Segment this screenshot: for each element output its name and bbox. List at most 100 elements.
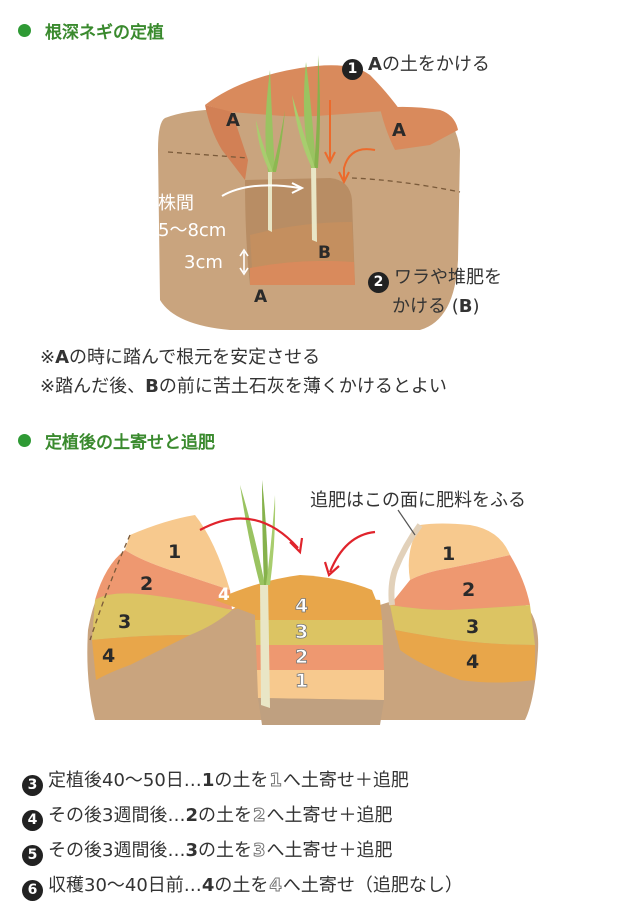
note1-mark: ※	[40, 347, 56, 368]
leek-right	[292, 55, 320, 242]
step6-number: 6	[22, 879, 43, 901]
b-layer	[250, 222, 354, 268]
right-layer-3	[390, 605, 535, 645]
layer-label-b: B	[318, 243, 331, 263]
note2-text: の前に苦土石灰を薄くかけるとよい	[158, 376, 447, 397]
note1-letter: A	[55, 347, 70, 368]
step5-layer: 3	[185, 840, 198, 861]
center-layer-3	[255, 620, 383, 645]
step4-layer: 2	[185, 805, 198, 826]
step4-pre: その後3週間後…	[48, 805, 186, 826]
step6-post: へ土寄せ（追肥なし）	[282, 875, 463, 896]
step6-layer: 4	[201, 875, 215, 896]
ridge-label-a-left: A	[226, 110, 240, 131]
callout-pointer	[397, 509, 416, 536]
step4-mid: の土を	[197, 805, 252, 826]
center-layer-4	[255, 590, 382, 620]
hilling-leek	[240, 480, 276, 708]
depth-label: 3cm	[184, 252, 223, 273]
spacing-arrow	[221, 184, 301, 197]
section1-heading: 根深ネギの定植	[18, 18, 164, 43]
section2-heading-text: 定植後の土寄せと追肥	[45, 433, 215, 453]
step3-number: 3	[22, 774, 43, 796]
note2-letter: B	[145, 376, 159, 397]
step3-post: へ土寄せ＋追肥	[282, 770, 409, 791]
step3-pre: 定植後40〜50日…	[48, 770, 202, 791]
spacing-label-line2: 5〜8cm	[158, 220, 227, 241]
center-layer-2	[256, 645, 384, 670]
step6-pre: 収穫30〜40日前…	[48, 875, 202, 896]
right-label-2: 2	[462, 579, 475, 601]
step2-line2-letter: B	[458, 295, 473, 317]
heading-bullet-icon	[18, 24, 31, 37]
left-label-3: 3	[118, 611, 131, 633]
step2-line2-pre: かける (	[392, 295, 459, 317]
arrow-curve-2	[343, 148, 376, 180]
step5-number: 5	[22, 844, 43, 866]
step5-mid: の土を	[197, 840, 252, 861]
left-label-4: 4	[102, 645, 115, 667]
step5-post: へ土寄せ＋追肥	[266, 840, 393, 861]
center-label-4: 4	[295, 595, 308, 617]
step1-text: の土をかける	[381, 54, 490, 75]
right-layer-2	[390, 555, 530, 610]
planting-diagram: A A B A	[158, 55, 461, 330]
left-label-2: 2	[140, 573, 153, 595]
left-layer-4	[92, 635, 190, 680]
center-label-1: 1	[295, 670, 308, 692]
note1-text: の時に踏んで根元を安定させる	[69, 347, 321, 368]
step4-number: 4	[22, 809, 43, 831]
right-ridge	[380, 106, 458, 150]
step5-target: 3	[252, 840, 266, 862]
step3-target: 1	[269, 770, 282, 792]
left-layer-3	[92, 593, 232, 640]
left-ridge	[205, 105, 248, 180]
center-label-3: 3	[295, 621, 308, 643]
dashed-line-left	[167, 151, 249, 159]
right-label-4: 4	[466, 651, 479, 673]
step2-line2-post: )	[472, 295, 480, 317]
fertilizer-face	[388, 523, 423, 606]
step1-number: 1	[342, 58, 363, 80]
center-trench-bottom	[258, 698, 384, 725]
step3-mid: の土を	[214, 770, 269, 791]
red-arrow-right	[328, 530, 376, 573]
step6-mid: の土を	[214, 875, 269, 896]
layer-label-a-bottom: A	[254, 287, 268, 307]
step2-number: 2	[368, 271, 389, 293]
right-label-1: 1	[442, 543, 455, 565]
left-layer-2	[95, 550, 232, 610]
spacing-label: 株間 5〜8cm	[158, 190, 226, 244]
step3-layer: 1	[201, 770, 215, 791]
right-layer-1	[408, 523, 510, 580]
dashed-line-right	[351, 177, 461, 193]
step1-letter: A	[368, 54, 382, 75]
left-layer-1	[125, 515, 230, 590]
heading-bullet-icon	[18, 434, 31, 447]
section2-heading: 定植後の土寄せと追肥	[18, 428, 215, 453]
center-label-2: 2	[295, 646, 308, 668]
step4-post: へ土寄せ＋追肥	[266, 805, 393, 826]
a-bottom-layer	[250, 260, 355, 285]
step4-target: 2	[252, 805, 266, 827]
step2-line1: ワラや堆肥を	[394, 267, 502, 288]
right-layer-4	[395, 630, 535, 683]
spacing-label-line1: 株間	[158, 193, 194, 214]
mound-label-4-left: 4	[218, 585, 230, 605]
callout-label: 追肥はこの面に肥料をふる	[310, 490, 526, 511]
ridge-label-a-right: A	[392, 120, 406, 141]
center-layer-1	[257, 670, 384, 700]
section1-heading-text: 根深ネギの定植	[45, 23, 164, 43]
step5-pre: その後3週間後…	[48, 840, 186, 861]
step6-target: 4	[269, 875, 282, 897]
red-arrow-left	[199, 517, 299, 549]
note2-pre: ※踏んだ後、	[40, 376, 146, 397]
right-label-3: 3	[466, 616, 479, 638]
left-label-1: 1	[168, 541, 181, 563]
